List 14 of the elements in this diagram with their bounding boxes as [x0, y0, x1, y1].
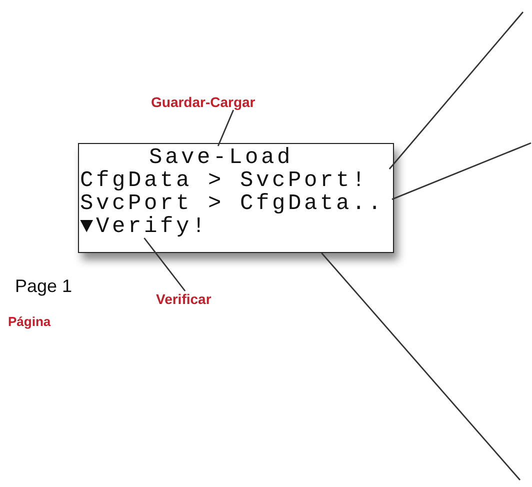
page-translation-label: Página [8, 314, 51, 329]
annotation-text: Verificar [156, 291, 212, 307]
annotation-text: Guardar-Cargar [151, 94, 256, 110]
page-label: Page 1 [15, 276, 72, 297]
screen-line: SvcPort > CfgData.. [79, 192, 392, 215]
leader-line [392, 142, 532, 200]
leader-line [321, 252, 521, 480]
lcd-screen-box [78, 143, 394, 253]
leader-line [217, 110, 234, 146]
leader-line [144, 238, 186, 292]
leader-line [388, 12, 524, 170]
screen-line: Save-Load [79, 146, 392, 169]
screen-line: CfgData > SvcPort! [79, 169, 392, 192]
screen-line: ▼Verify! [79, 215, 392, 238]
